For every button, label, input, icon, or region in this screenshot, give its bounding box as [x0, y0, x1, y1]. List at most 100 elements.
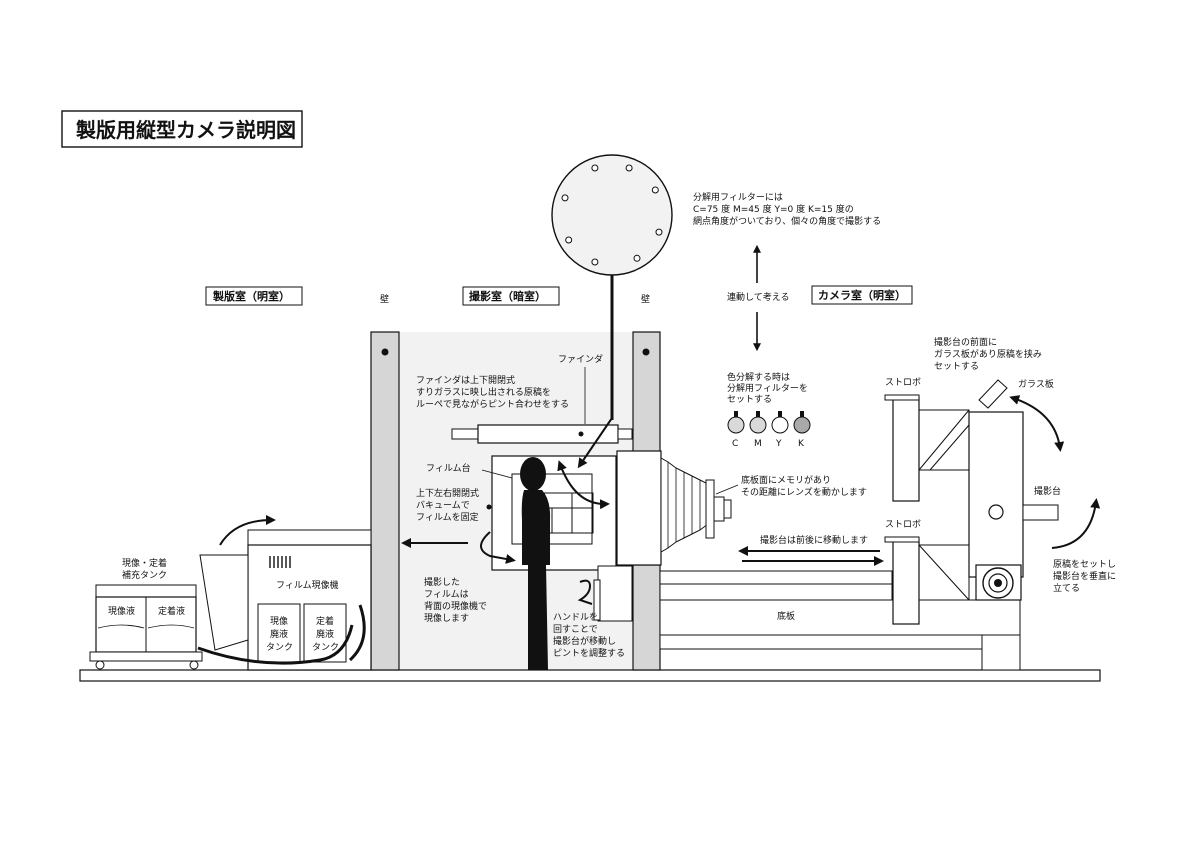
disc-holes	[561, 164, 663, 266]
disc-hole	[651, 186, 659, 194]
title-box: 製版用縦型カメラ説明図	[61, 110, 303, 148]
handle-note-line-2: 回すことで	[553, 624, 598, 635]
disc-hole	[565, 236, 573, 244]
filter-m-label: M	[754, 439, 762, 449]
finder-label: ファインダ	[558, 353, 603, 365]
filter-y: Y	[771, 411, 789, 449]
color-sep-line-1: 色分解する時は	[727, 371, 790, 383]
waste-fix-line-2: 廃液	[316, 628, 334, 640]
linked-note: 連動して考える	[727, 291, 789, 303]
vertical-note-line-1: 原稿をセットし	[1053, 558, 1116, 570]
fixer-liquid-label: 定着液	[158, 605, 185, 617]
disc-hole	[561, 194, 569, 202]
filter-m: M	[749, 411, 767, 449]
film-stage-label: フィルム台	[426, 462, 471, 474]
disc-hole	[591, 164, 599, 172]
finder: ファインダ	[451, 353, 633, 444]
base-rail: 底板	[597, 565, 1021, 671]
room-platemaking-text: 製版室（明室）	[212, 289, 290, 303]
replenish-tank: 現像・定着 補充タンク 現像液 定着液	[89, 557, 203, 670]
film-stage	[491, 455, 617, 571]
waste-fix-line-3: タンク	[312, 642, 339, 653]
waste-dev-line-1: 現像	[270, 615, 288, 627]
copy-stand	[884, 379, 1059, 625]
focus-handle	[577, 579, 601, 621]
room-camera-text: カメラ室（明室）	[818, 288, 906, 302]
handle-note-line-4: ピントを調整する	[553, 647, 625, 659]
waste-dev-line-3: タンク	[266, 642, 293, 653]
wall-left-label: 壁	[380, 293, 389, 305]
vacuum-note-line-1: 上下左右開閉式	[416, 487, 479, 499]
developer-liquid-label: 現像液	[108, 605, 135, 617]
filter-set: C M Y K	[727, 411, 811, 449]
film-processor-label: フィルム現像機	[276, 579, 339, 591]
copy-front-line-2: ガラス板があり原稿を挟み	[934, 348, 1042, 360]
ground-floor	[79, 669, 1101, 682]
wall-left: 壁	[370, 293, 400, 671]
shot-film-line-4: 現像します	[424, 612, 469, 624]
copy-front-line-3: セットする	[934, 361, 979, 372]
copy-front-line-1: 撮影台の前面に	[934, 336, 997, 348]
filter-y-label: Y	[775, 439, 782, 449]
filter-k: K	[793, 411, 811, 449]
diagram-title: 製版用縦型カメラ説明図	[76, 118, 296, 142]
finder-open-arrow	[557, 460, 610, 510]
filter-note-line-3: 網点角度がついており、個々の角度で撮影する	[693, 215, 881, 227]
vertical-note-line-2: 撮影台を垂直に	[1053, 570, 1116, 582]
shot-film-line-1: 撮影した	[424, 576, 460, 588]
finder-note-line-2: すりガラスに映し出される原稿を	[416, 386, 551, 398]
wall-right-label: 壁	[641, 293, 650, 305]
camera-body	[616, 450, 732, 566]
bed-note-line-1: 底板面にメモリがあり	[741, 474, 831, 486]
base-plate-label: 底板	[777, 610, 795, 622]
strobe-bottom-label: ストロボ	[885, 519, 921, 530]
room-label-platemaking: 製版室（明室）	[205, 286, 303, 306]
vacuum-note-line-3: フィルムを固定	[416, 511, 479, 523]
color-sep-line-2: 分解用フィルターを	[727, 382, 808, 394]
stand-vertical-arrow	[1051, 498, 1101, 549]
filter-disc	[551, 154, 673, 420]
vertical-note-line-3: 立てる	[1053, 582, 1080, 594]
filter-y-swatch	[771, 416, 789, 434]
finder-note-line-1: ファインダは上下開閉式	[416, 374, 515, 386]
vacuum-note-line-2: バキュームで	[416, 500, 470, 511]
filter-note-line-1: 分解用フィルターには	[693, 191, 783, 203]
finder-view-arrow	[577, 417, 613, 469]
glass-plate-label: ガラス板	[1018, 378, 1054, 390]
color-sep-line-3: セットする	[727, 394, 772, 405]
disc-hole	[591, 258, 599, 266]
shot-film-line-3: 背面の現像機で	[424, 600, 487, 612]
copy-stand-label: 撮影台	[1034, 485, 1061, 497]
film-processor: フィルム現像機 現像 廃液 タンク 定着 廃液 タンク	[199, 529, 372, 671]
disc-hole	[633, 254, 641, 262]
handle-note-line-3: 撮影台が移動し	[553, 635, 616, 647]
handle-note-line-1: ハンドルを	[553, 612, 598, 623]
disc-hole	[625, 164, 633, 172]
room-darkroom-text: 撮影室（暗室）	[469, 289, 546, 303]
bed-note-line-2: その距離にレンズを動かします	[741, 486, 867, 498]
waste-dev-line-2: 廃液	[270, 628, 288, 640]
shot-film-line-2: フィルムは	[424, 589, 469, 600]
filter-c: C	[727, 411, 745, 449]
room-label-camera: カメラ室（明室）	[811, 285, 913, 305]
replenish-line-2: 補充タンク	[122, 569, 167, 581]
replenish-line-1: 現像・定着	[122, 557, 167, 569]
strobe-top-label: ストロボ	[885, 377, 921, 388]
filter-m-swatch	[749, 416, 767, 434]
waste-fix-line-1: 定着	[316, 615, 334, 627]
filter-k-label: K	[798, 439, 805, 449]
room-label-darkroom: 撮影室（暗室）	[462, 286, 560, 306]
filter-k-swatch	[793, 416, 811, 434]
processor-feed-arrow	[219, 515, 276, 546]
filter-c-label: C	[732, 439, 738, 449]
finder-note-line-3: ルーペで見ながらピント合わせをする	[416, 398, 569, 410]
feed-hose	[197, 624, 354, 665]
filter-c-swatch	[727, 416, 745, 434]
glass-swing-arrow	[1009, 395, 1065, 452]
move-note: 撮影台は前後に移動します	[760, 534, 868, 546]
film-swing-arrow	[480, 531, 516, 564]
operator-silhouette	[520, 457, 551, 670]
filter-note-line-2: C=75 度 M=45 度 Y=0 度 K=15 度の	[693, 203, 854, 215]
disc-hole	[655, 228, 663, 236]
